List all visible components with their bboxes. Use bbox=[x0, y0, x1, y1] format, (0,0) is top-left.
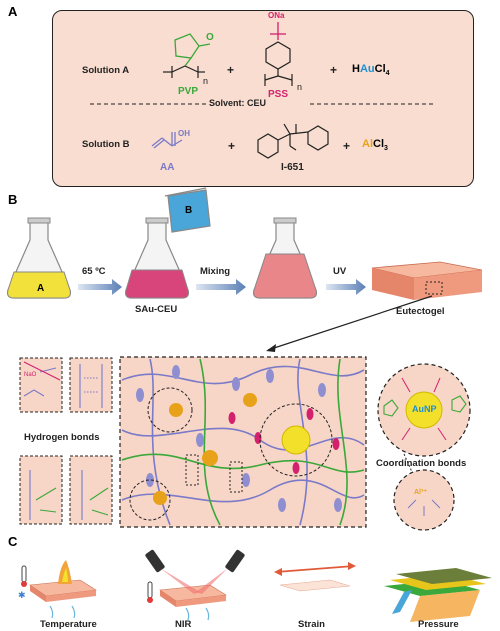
stimulus-temperature: Temperature bbox=[40, 619, 97, 630]
panel-c-letter: C bbox=[8, 534, 18, 549]
panel-a-letter: A bbox=[8, 4, 18, 19]
al3-label: Al³⁺ bbox=[414, 489, 428, 496]
step-1-label: 65 ºC bbox=[82, 266, 106, 277]
pvp-n: n bbox=[203, 76, 209, 86]
al-circle bbox=[393, 469, 455, 531]
haucl4-sub: 4 bbox=[385, 70, 390, 78]
pvp-structure bbox=[174, 33, 211, 67]
svg-text:✱: ✱ bbox=[18, 590, 26, 600]
alcl3-sub: 3 bbox=[384, 145, 388, 153]
intermediate-label: SAu-CEU bbox=[135, 304, 178, 315]
alcl3-al: Al bbox=[362, 138, 373, 150]
arrow-3 bbox=[326, 279, 366, 295]
plus-3: + bbox=[228, 139, 236, 153]
arrow-1 bbox=[78, 279, 122, 295]
haucl4-cl: Cl bbox=[374, 63, 386, 75]
stimulus-nir: NIR bbox=[175, 619, 192, 630]
pvp-oxygen: O bbox=[206, 32, 214, 43]
arrow-2 bbox=[196, 279, 246, 295]
plus-2: + bbox=[330, 63, 338, 77]
flask-mixed bbox=[253, 217, 317, 299]
solution-a-label: Solution A bbox=[82, 65, 130, 76]
pss-structure bbox=[270, 22, 286, 40]
flask-sau-ceu bbox=[125, 217, 189, 299]
coordination-bonds-label: Coordination bonds bbox=[376, 458, 467, 469]
pss-n: n bbox=[297, 82, 303, 92]
aunp-label: AuNP bbox=[412, 404, 437, 414]
step-2-label: Mixing bbox=[200, 266, 231, 277]
flask-a bbox=[7, 217, 71, 299]
solvent-label: Solvent: CEU bbox=[209, 98, 267, 108]
aa-structure bbox=[151, 132, 183, 149]
panel-b-letter: B bbox=[8, 192, 18, 207]
stimulus-pressure: Pressure bbox=[418, 619, 459, 630]
alcl3-formula: AlCl3 bbox=[362, 138, 388, 152]
i651-structure bbox=[257, 123, 329, 159]
panel-a-box bbox=[52, 10, 474, 187]
nao-label: NaO bbox=[24, 372, 37, 378]
nir-icon bbox=[145, 549, 245, 621]
haucl4-h: H bbox=[352, 63, 360, 75]
beaker-b-label: B bbox=[185, 205, 193, 216]
plus-1: + bbox=[227, 63, 235, 77]
eutectogel-block bbox=[371, 261, 483, 300]
aa-oh: OH bbox=[178, 129, 190, 138]
flask-a-label: A bbox=[37, 283, 45, 294]
pvp-label: PVP bbox=[178, 86, 199, 97]
i651-label: I-651 bbox=[281, 162, 304, 173]
haucl4-formula: HAuCl4 bbox=[352, 63, 390, 77]
pss-ona: ONa bbox=[268, 11, 285, 20]
pss-label: PSS bbox=[268, 89, 289, 100]
solution-b-label: Solution B bbox=[82, 139, 130, 150]
alcl3-cl: Cl bbox=[373, 138, 384, 150]
eutectogel-label: Eutectogel bbox=[396, 306, 445, 317]
step-3-label: UV bbox=[333, 266, 347, 277]
zoom-arrow bbox=[267, 295, 433, 351]
haucl4-au: Au bbox=[359, 63, 375, 75]
aa-label: AA bbox=[160, 162, 175, 173]
strain-icon bbox=[274, 562, 356, 592]
plus-4: + bbox=[343, 139, 351, 153]
pressure-icon bbox=[384, 568, 492, 622]
stimulus-strain: Strain bbox=[298, 619, 325, 630]
hydrogen-bonds-label: Hydrogen bonds bbox=[24, 432, 100, 443]
temperature-icon: ✱ bbox=[18, 560, 97, 619]
